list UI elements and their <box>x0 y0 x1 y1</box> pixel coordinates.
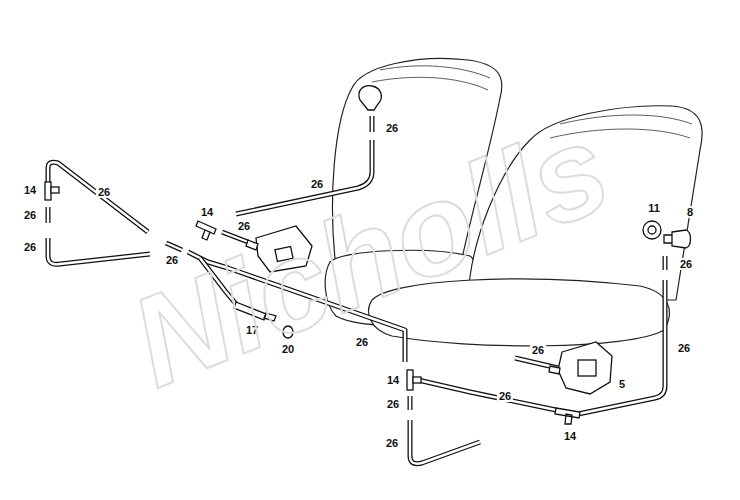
tube <box>222 232 248 242</box>
callout-number: 26 <box>22 209 38 221</box>
callout-number: 26 <box>497 390 513 402</box>
tube <box>371 116 373 132</box>
tube <box>47 207 49 223</box>
actuator-body <box>256 226 312 272</box>
cap <box>283 326 293 338</box>
vacuum-actuator <box>549 342 612 394</box>
tube <box>418 380 556 410</box>
tube <box>46 207 51 223</box>
t-piece <box>196 221 216 240</box>
tube <box>236 140 372 214</box>
seat-pleat <box>550 115 692 138</box>
seat-drawing <box>325 58 702 345</box>
callout-number: 8 <box>685 206 695 218</box>
tube <box>664 256 666 270</box>
callout-number: 26 <box>530 344 546 356</box>
vacuum-tubes <box>48 116 665 464</box>
callout-number: 14 <box>562 430 578 442</box>
actuator-label <box>275 246 293 261</box>
connectors-and-parts <box>45 86 691 424</box>
actuator-stem <box>549 366 560 374</box>
vacuum-actuator <box>246 226 312 272</box>
tube <box>663 256 668 270</box>
valve <box>234 302 276 321</box>
tube <box>48 238 150 264</box>
left-seat-backrest <box>333 58 502 268</box>
tube <box>48 238 150 264</box>
callout-number: 26 <box>164 254 180 266</box>
callout-number: 14 <box>385 374 401 386</box>
tube <box>48 162 148 232</box>
t-piece <box>51 187 59 193</box>
callout-number: 5 <box>617 378 627 390</box>
callout-number: 26 <box>96 186 112 198</box>
actuator-body <box>558 342 612 394</box>
ring <box>643 221 661 239</box>
tube <box>418 380 556 410</box>
seat-pleat <box>372 66 490 90</box>
knob <box>664 230 691 248</box>
tube <box>200 258 236 304</box>
callout-number: 26 <box>385 398 401 410</box>
actuator-label <box>578 360 596 376</box>
t-piece <box>45 182 51 200</box>
t-piece <box>407 370 413 390</box>
callout-number: 26 <box>309 178 325 190</box>
right-seat-cushion <box>369 279 670 346</box>
t-piece <box>555 408 580 424</box>
tube <box>166 243 182 250</box>
callout-number: 26 <box>384 437 400 449</box>
tube <box>48 162 148 232</box>
callout-number: 17 <box>244 324 260 336</box>
tube <box>188 252 405 362</box>
backrest-check-valve <box>359 86 381 110</box>
ring <box>648 226 656 234</box>
callout-number: 26 <box>236 220 252 232</box>
right-seat-backrest <box>468 106 702 300</box>
callout-number: 20 <box>280 343 296 355</box>
callout-number: 26 <box>678 258 694 270</box>
callout-number: 14 <box>199 206 215 218</box>
tube <box>410 420 480 464</box>
tube <box>409 396 411 410</box>
callout-number: 26 <box>354 336 370 348</box>
tube <box>166 243 182 250</box>
tube <box>222 232 248 242</box>
tube <box>200 258 236 304</box>
callout-number: 26 <box>676 342 692 354</box>
callout-number: 26 <box>22 241 38 253</box>
actuator-stem <box>246 240 258 250</box>
tube <box>370 116 375 132</box>
tube <box>410 420 480 464</box>
tube <box>236 140 372 214</box>
tube <box>188 252 405 362</box>
callout-number: 26 <box>384 122 400 134</box>
callout-number: 11 <box>646 202 662 214</box>
callout-number: 14 <box>22 184 38 196</box>
tube <box>408 396 413 410</box>
t-piece <box>413 377 421 383</box>
watermark-text: Nicholls <box>115 102 625 407</box>
